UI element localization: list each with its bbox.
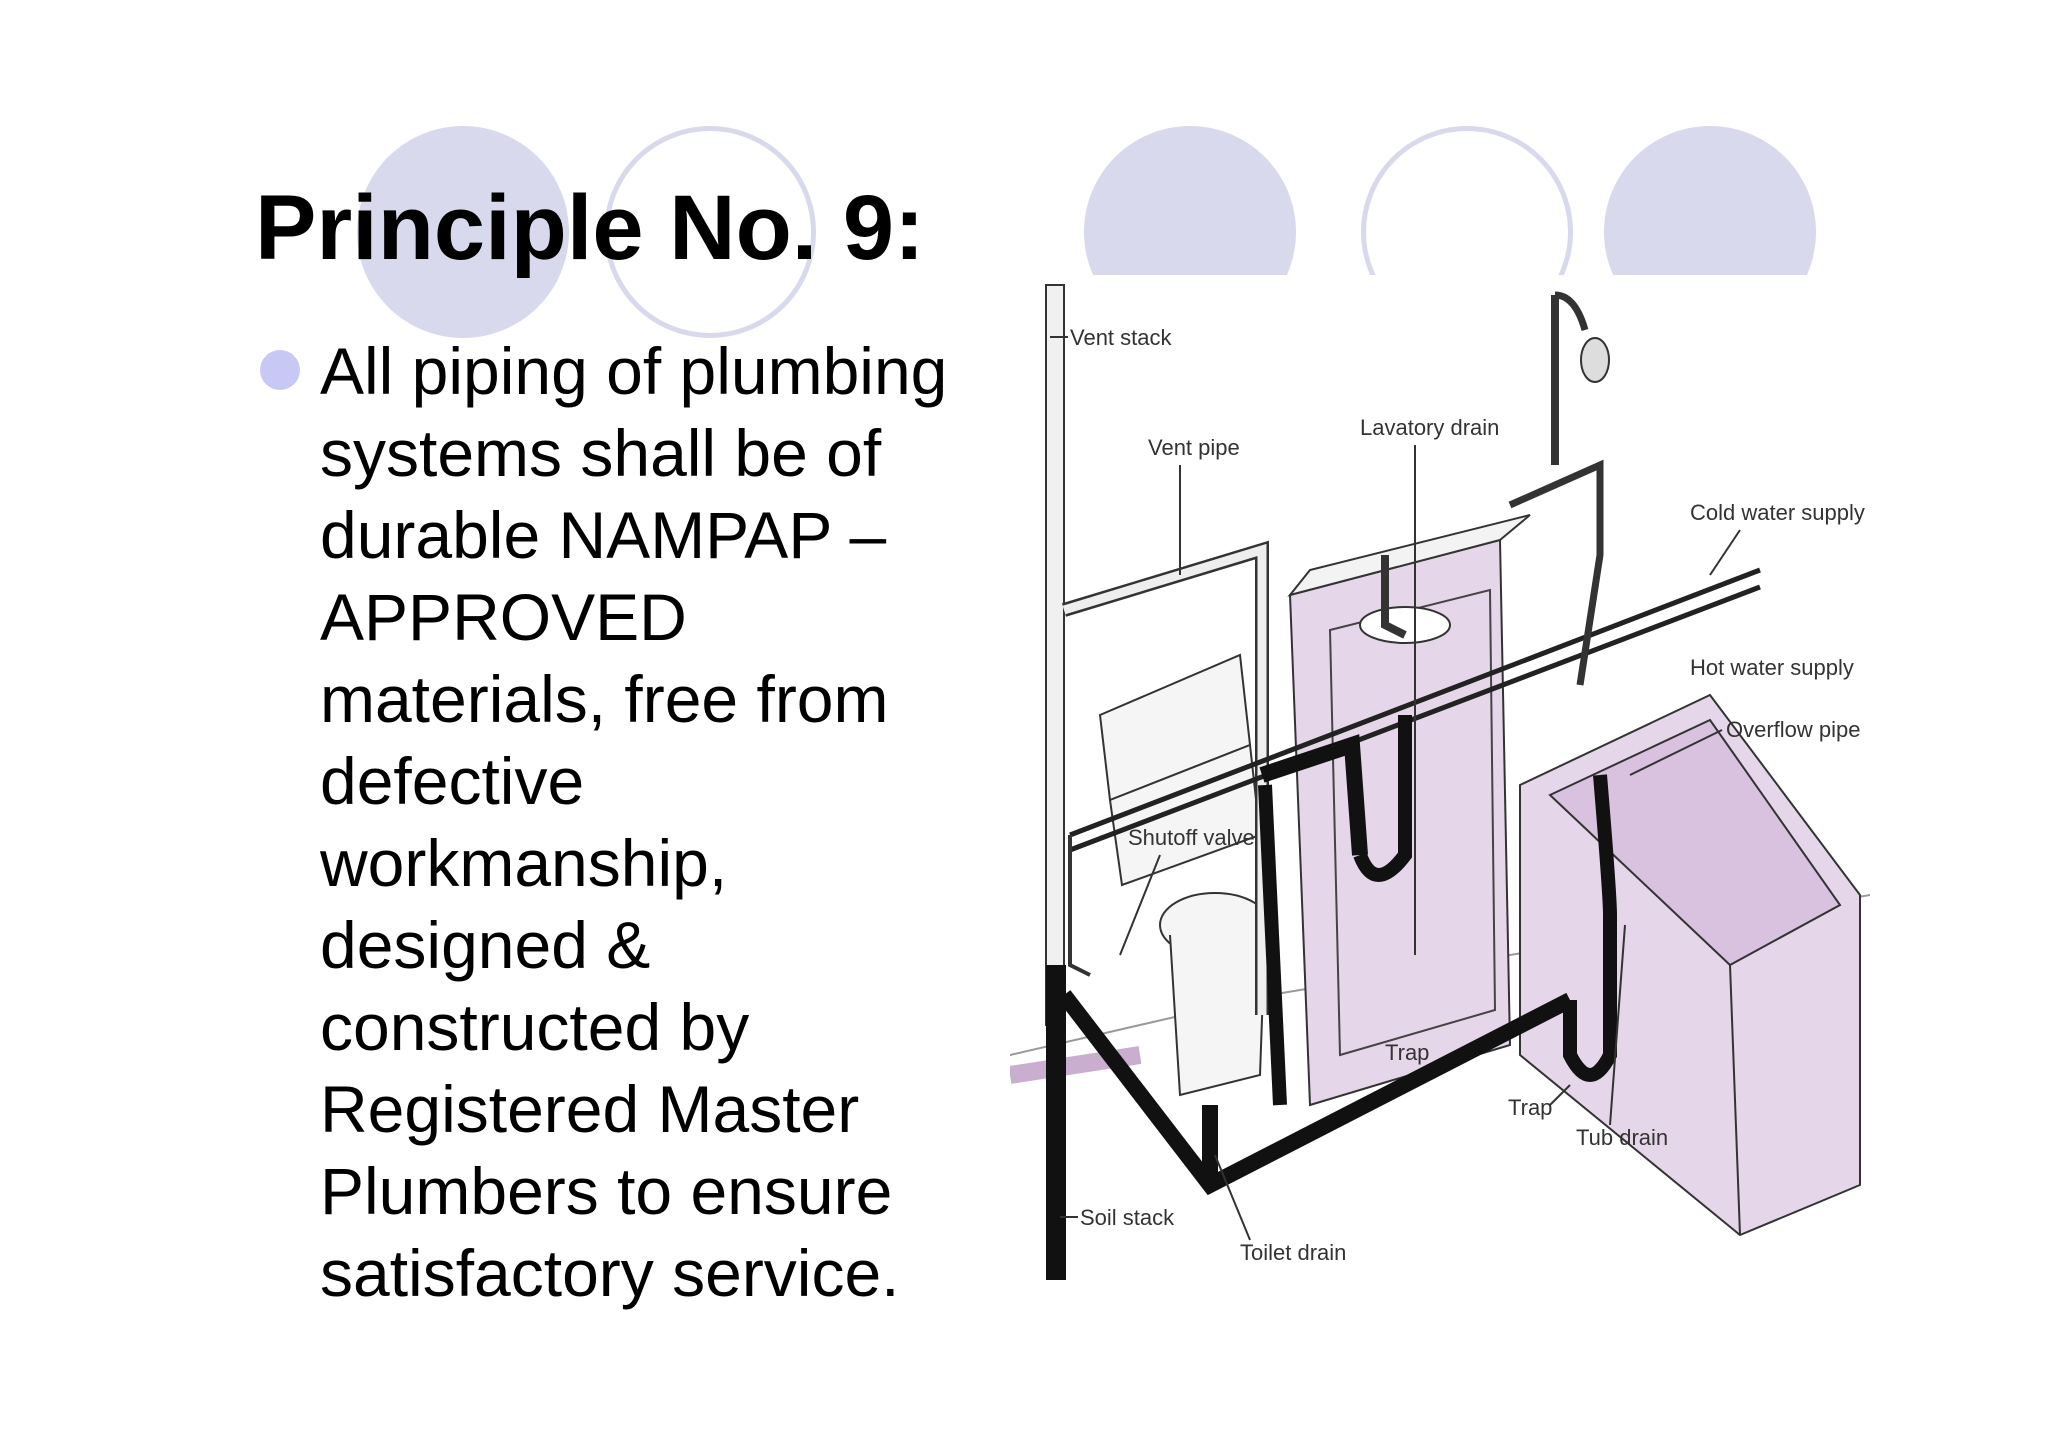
bullet-line: constructed by bbox=[320, 990, 750, 1064]
bullet-line: satisfactory service. bbox=[320, 1236, 900, 1310]
bullet-line: materials, free from bbox=[320, 662, 889, 736]
label-trap-sink: Trap bbox=[1385, 1040, 1429, 1065]
decor-circle-1 bbox=[357, 126, 569, 338]
bullet-line: All piping of plumbing bbox=[320, 334, 948, 408]
label-hot-water-supply: Hot water supply bbox=[1690, 655, 1854, 680]
plumbing-diagram: Vent stack Vent pipe Lavatory drain Cold… bbox=[1010, 275, 1870, 1280]
decor-circle-2 bbox=[604, 126, 816, 338]
label-tub-drain: Tub drain bbox=[1576, 1125, 1668, 1150]
bullet-line: systems shall be of bbox=[320, 416, 882, 490]
toilet bbox=[1098, 653, 1271, 1097]
bullet-line: APPROVED bbox=[320, 580, 687, 654]
label-lavatory-drain: Lavatory drain bbox=[1360, 415, 1499, 440]
label-soil-stack: Soil stack bbox=[1080, 1205, 1175, 1230]
label-shutoff-valve: Shutoff valve bbox=[1128, 825, 1255, 850]
bullet-line: Registered Master bbox=[320, 1072, 860, 1146]
label-vent-stack: Vent stack bbox=[1070, 325, 1173, 350]
label-cold-water-supply: Cold water supply bbox=[1690, 500, 1865, 525]
bullet-line: Plumbers to ensure bbox=[320, 1154, 893, 1228]
slide-title: Principle No. 9: bbox=[255, 177, 925, 279]
label-vent-pipe: Vent pipe bbox=[1148, 435, 1240, 460]
bullet-line: durable NAMPAP – bbox=[320, 498, 887, 572]
bullet-line: defective bbox=[320, 744, 585, 818]
label-overflow-pipe: Overflow pipe bbox=[1726, 717, 1861, 742]
bullet-line: workmanship, bbox=[320, 826, 728, 900]
bullet-text: All piping of plumbing systems shall be … bbox=[320, 330, 1000, 1314]
bullet-dot bbox=[260, 350, 300, 390]
label-trap-tub: Trap bbox=[1508, 1095, 1552, 1120]
label-toilet-drain: Toilet drain bbox=[1240, 1240, 1346, 1265]
bullet-line: designed & bbox=[320, 908, 651, 982]
